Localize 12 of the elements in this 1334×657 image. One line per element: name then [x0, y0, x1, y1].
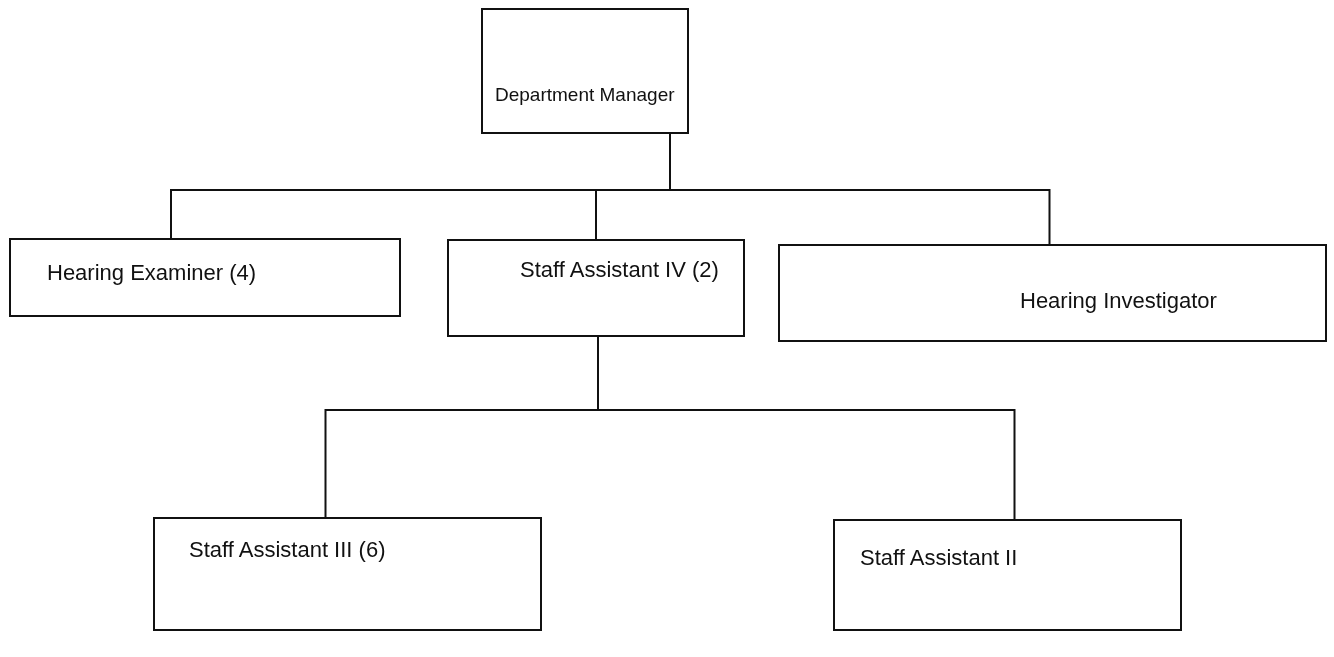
- position-box: [481, 8, 689, 134]
- position-title: Staff Assistant II: [860, 545, 1018, 571]
- position-title: Staff Assistant IV (2): [520, 257, 719, 283]
- position-box: [153, 517, 542, 631]
- position-box: [833, 519, 1182, 631]
- position-title: Staff Assistant III (6): [189, 537, 386, 563]
- position-title: Hearing Investigator: [1020, 288, 1217, 314]
- position-title: Hearing Examiner (4): [47, 260, 257, 286]
- position-box: [778, 244, 1327, 342]
- position-box: [9, 238, 401, 317]
- position-box: [447, 239, 745, 337]
- position-title: Department Manager: [495, 84, 675, 106]
